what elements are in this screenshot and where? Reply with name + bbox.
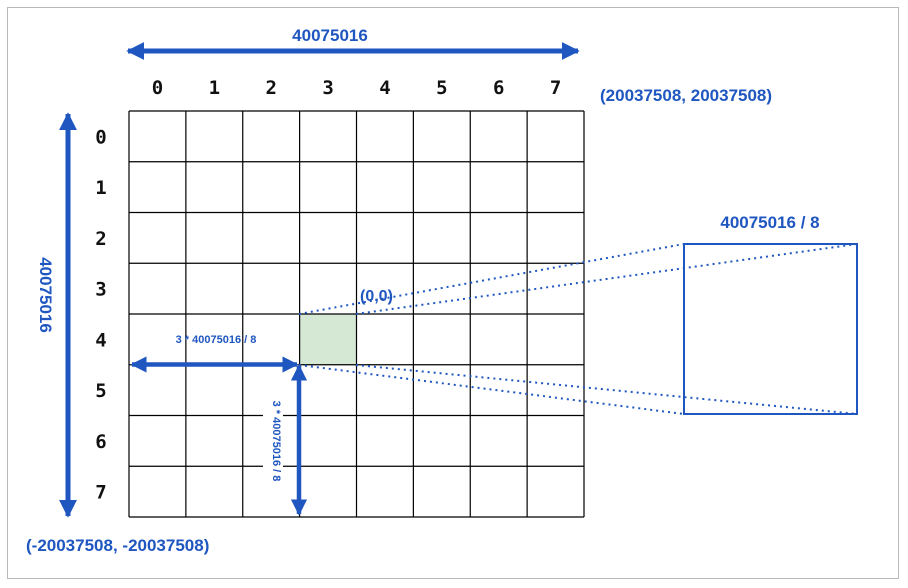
offset-y-label-background <box>263 388 283 494</box>
top-right-coordinate: (20037508, 20037508) <box>600 86 772 105</box>
row-labels: 0 1 2 3 4 5 6 7 <box>95 126 106 503</box>
column-label: 0 <box>152 77 163 99</box>
highlighted-tile <box>299 314 356 365</box>
row-label: 0 <box>95 126 106 148</box>
row-label: 6 <box>95 431 106 453</box>
row-label: 2 <box>95 228 106 250</box>
column-label: 5 <box>436 77 447 99</box>
projection-lines <box>298 243 858 415</box>
column-labels: 0 1 2 3 4 5 6 7 <box>152 77 562 99</box>
origin-label: (0,0) <box>360 288 393 305</box>
offset-x-label: 3 * 40075016 / 8 <box>176 334 257 346</box>
column-label: 7 <box>550 77 561 99</box>
top-width-label: 40075016 <box>292 26 368 45</box>
bottom-left-coordinate: (-20037508, -20037508) <box>26 536 209 555</box>
row-label: 7 <box>95 482 106 504</box>
row-label: 3 <box>95 279 106 301</box>
column-label: 4 <box>379 77 390 99</box>
row-label: 5 <box>95 380 106 402</box>
column-label: 1 <box>209 77 220 99</box>
offset-y-label: 3 * 40075016 / 8 <box>270 401 282 482</box>
left-height-label: 40075016 <box>36 257 55 333</box>
enlarged-tile <box>683 243 858 415</box>
tile-grid <box>128 110 585 518</box>
row-label: 4 <box>95 329 106 351</box>
tile-size-label: 40075016 / 8 <box>720 213 819 232</box>
diagram-frame <box>7 7 899 579</box>
column-label: 3 <box>322 77 333 99</box>
row-label: 1 <box>95 177 106 199</box>
column-label: 6 <box>493 77 504 99</box>
column-label: 2 <box>265 77 276 99</box>
